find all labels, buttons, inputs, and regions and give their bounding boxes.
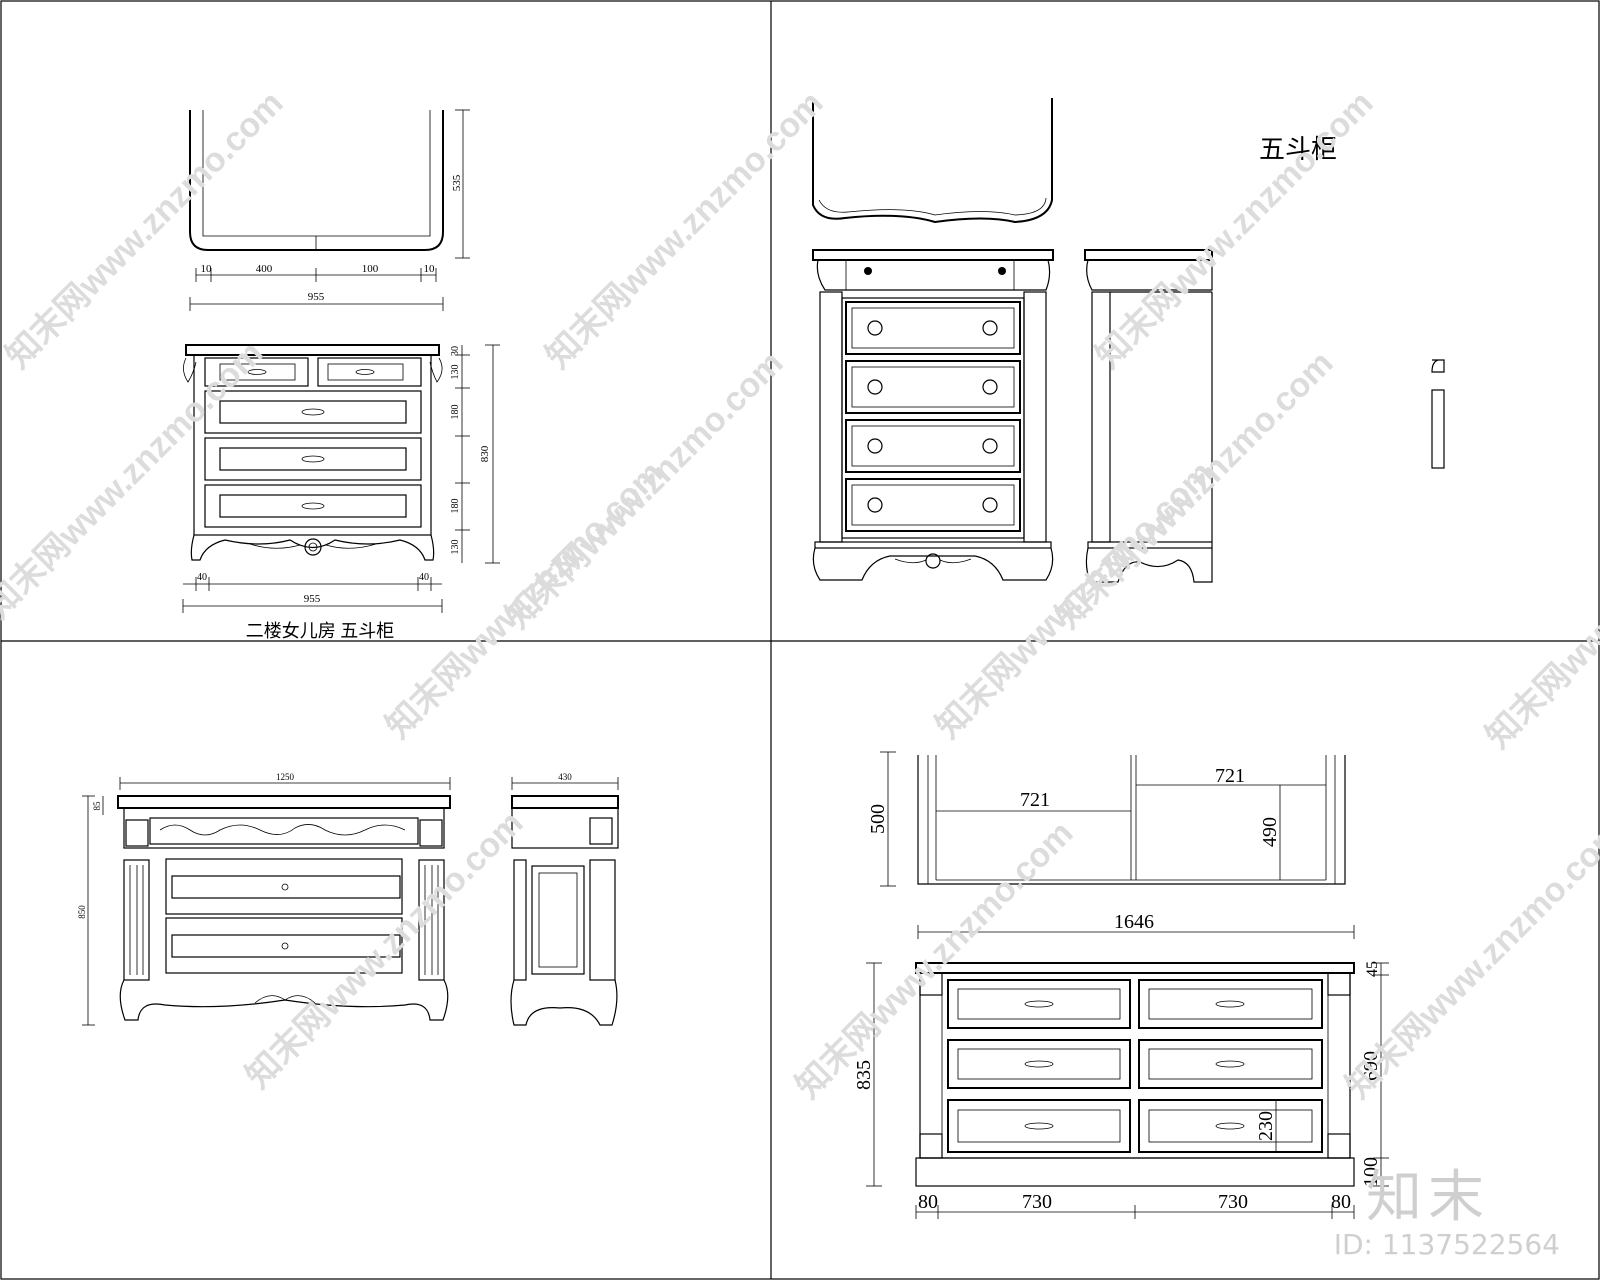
dim-top-1: 10 [201,263,213,275]
dim-row-4: 180 [450,499,461,514]
dim-top-left: 721 [1020,789,1050,811]
watermark-text: 知末网www.znzmo.com [379,454,671,746]
panel-2-front-elevation [812,249,1054,581]
watermark-text: 知末网www.znzmo.com [1479,464,1600,756]
watermark-text: 知末网www.znzmo.com [929,454,1221,746]
watermark-text: 知末网www.znzmo.com [1089,84,1381,376]
detail-profile [1431,359,1445,373]
panel-2-side-elevation [1084,249,1213,583]
panel-1-front-elevation: 830 30 130 180 180 130 40 40 955 [182,344,500,613]
dim-top-inner: 490 [1259,817,1281,847]
detail-section [1431,389,1445,469]
dim-leg-left: 40 [197,572,207,583]
dim-front-width: 955 [304,593,321,605]
dim-front-height: 830 [479,445,491,462]
panel-3-dresser: 1250 850 [77,772,619,1026]
watermark-text: 知末网www.znzmo.com [789,814,1081,1106]
dim-top-right: 721 [1215,765,1245,787]
panel-2-top-plan [812,98,1053,224]
dim-row-3: 180 [450,405,461,420]
watermark-id: ID: 1137522564 [1333,1228,1560,1261]
panel-1-top-plan: 535 10 400 100 10 955 [189,109,470,311]
dim-leg-right: 40 [419,572,429,583]
panel-4-front-elevation: 1646 [853,911,1389,1219]
panel-2-tall-chest: 五斗柜 [812,98,1445,583]
watermark-layer: 知末网www.znzmo.com 知末网www.znzmo.com 知末网www… [0,84,1600,1106]
watermark-text: 知末网www.znzmo.com [539,84,831,376]
dim-bottom-1: 80 [918,1191,938,1213]
dim-width: 1250 [276,772,295,782]
watermark-logo: 知末 [1366,1165,1490,1230]
dim-bottom-3: 730 [1218,1191,1248,1213]
dim-top-depth: 500 [867,804,889,834]
panel-3-side-elevation: 430 [510,772,619,1026]
dim-top-total: 955 [308,291,325,303]
dim-bottom-4: 80 [1331,1191,1351,1213]
dim-top-thickness: 45 [1364,961,1381,977]
dim-height: 835 [853,1060,875,1090]
dim-drawer: 230 [1255,1111,1277,1141]
dim-front-width: 1646 [1114,911,1154,933]
dim-depth: 430 [558,772,572,782]
dim-top: 85 [92,801,102,811]
panel-1-title: 二楼女儿房 五斗柜 [246,621,395,641]
dim-top-4: 10 [424,263,436,275]
panel-4-six-drawer-dresser: 721 721 500 490 1646 [853,751,1389,1219]
watermark-text: 知末网www.znzmo.com [1339,814,1600,1106]
panel-2-title: 五斗柜 [1259,135,1337,164]
dim-top-2: 400 [256,263,273,275]
dim-base: 100 [1360,1157,1382,1187]
dim-row-5: 130 [450,540,461,555]
dim-row-1: 30 [450,346,461,356]
dim-body: 690 [1360,1051,1382,1081]
panel-4-top-plan: 721 721 500 490 [867,751,1346,887]
dim-top-3: 100 [362,263,379,275]
panel-3-front-elevation: 1250 850 [77,772,451,1026]
watermark-text: 知末网www.znzmo.com [0,84,291,376]
dim-height: 850 [77,905,87,919]
panel-1-five-drawer-chest: 535 10 400 100 10 955 [182,109,500,641]
dim-row-2: 130 [450,365,461,380]
dim-top-depth: 535 [451,174,463,191]
dim-bottom-2: 730 [1022,1191,1052,1213]
